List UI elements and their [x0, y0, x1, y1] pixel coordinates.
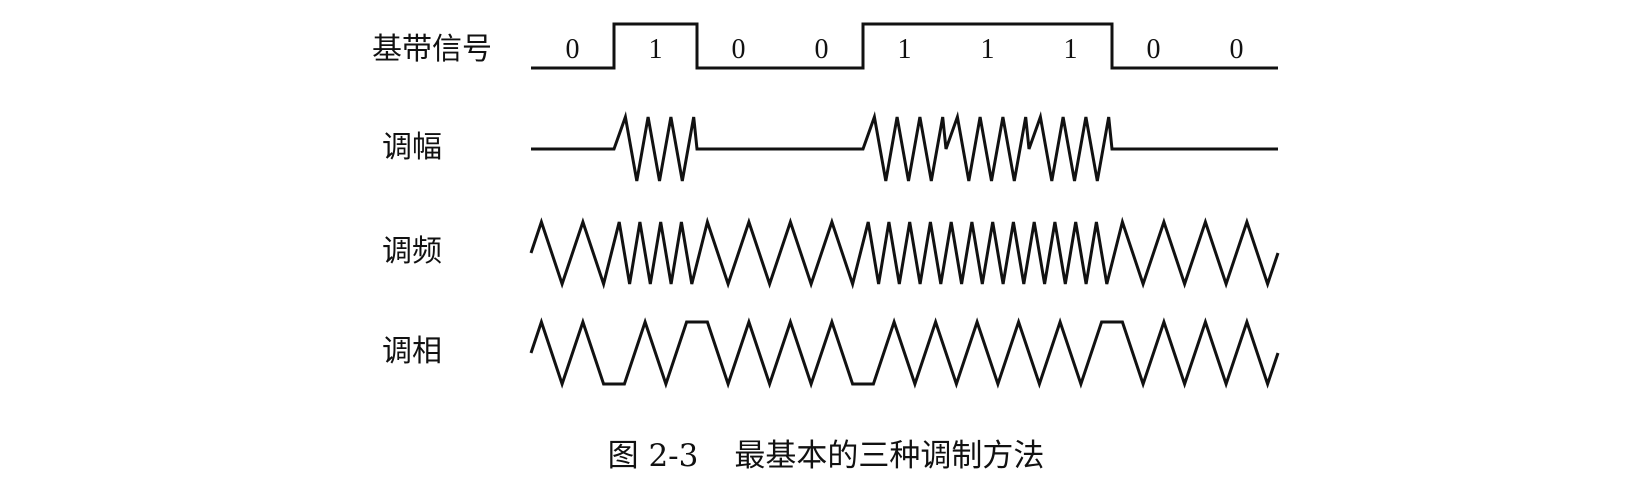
bit-label: 0	[1147, 34, 1161, 65]
bit-label: 1	[981, 34, 995, 65]
label-baseband-signal: 基带信号	[372, 32, 492, 67]
label-amplitude-modulation: 调幅	[382, 130, 442, 165]
pm-waveform	[529, 317, 1280, 389]
caption-text: 最基本的三种调制方法	[734, 438, 1045, 474]
bit-label: 0	[1230, 34, 1244, 65]
bit-label: 1	[898, 34, 912, 65]
bit-label: 0	[815, 34, 829, 65]
bit-label: 1	[1064, 34, 1078, 65]
caption-number: 图 2-3	[607, 438, 699, 474]
fm-waveform	[529, 216, 1280, 290]
bit-label: 0	[732, 34, 746, 65]
baseband-waveform	[531, 22, 1278, 70]
figure-caption: 图 2-3 最基本的三种调制方法	[0, 430, 1652, 475]
label-frequency-modulation: 调频	[382, 234, 442, 269]
bit-label: 1	[649, 34, 663, 65]
bit-label: 0	[566, 34, 580, 65]
label-phase-modulation: 调相	[382, 334, 442, 369]
bit-labels: 0 1 0 0 1 1 1 0 0	[566, 34, 1244, 65]
am-waveform	[531, 111, 1278, 182]
waveforms: 0 1 0 0 1 1 1 0 0	[529, 22, 1280, 389]
